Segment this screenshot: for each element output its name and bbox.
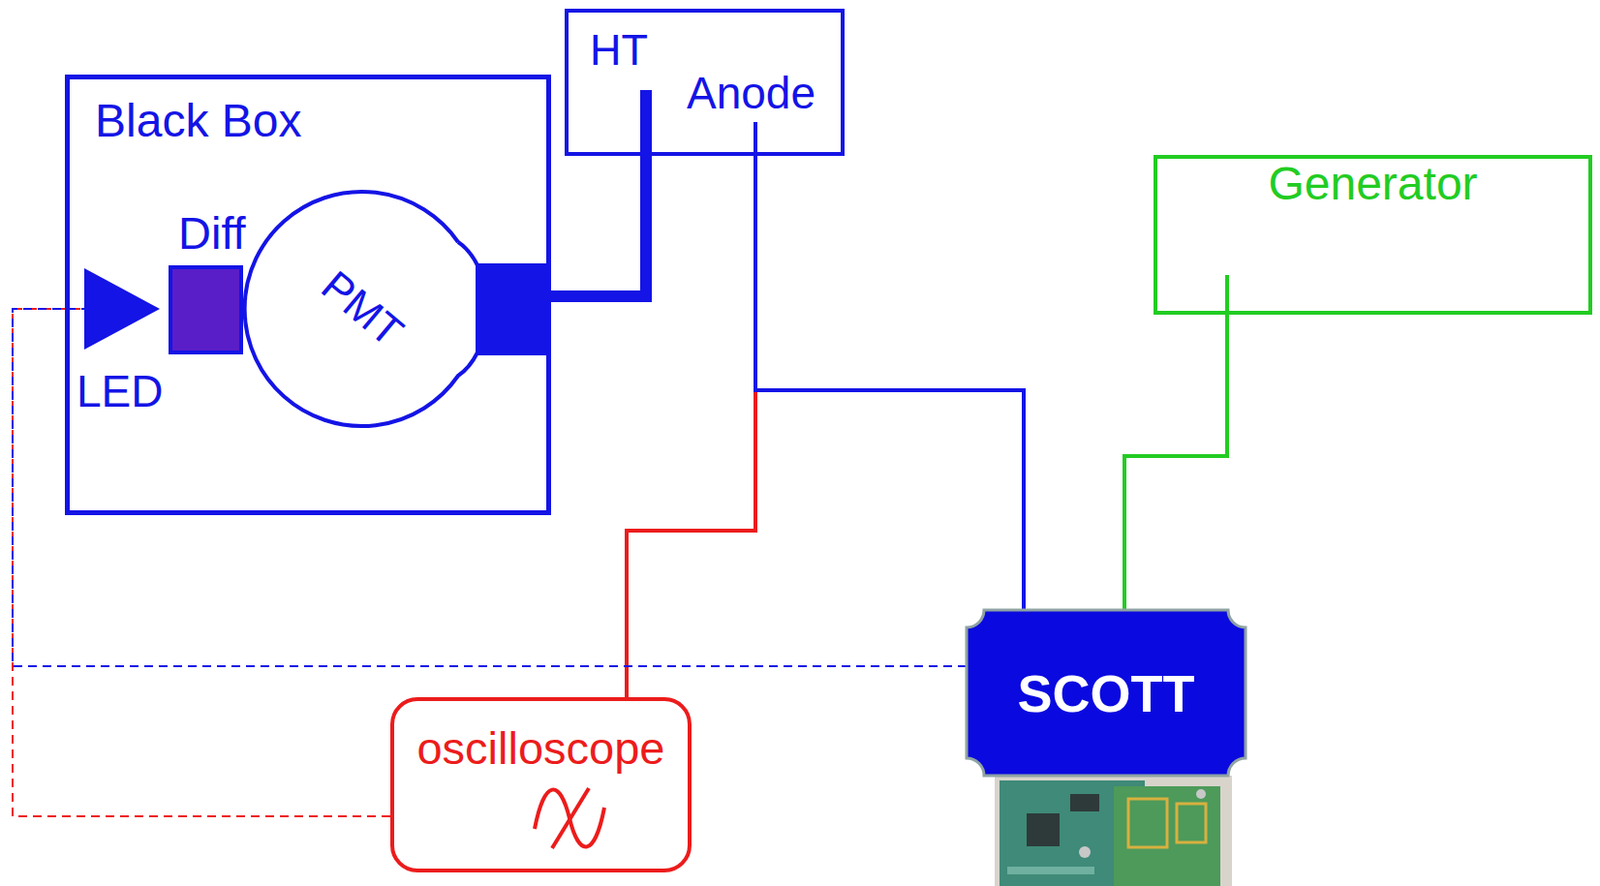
oscilloscope-box: oscilloscope: [390, 697, 692, 873]
board-title: SCOTT: [1017, 662, 1196, 723]
wire: [551, 155, 647, 297]
box-title: oscilloscope: [416, 722, 665, 775]
generator-stub: [1225, 275, 1230, 316]
high-voltage-stub: [640, 90, 652, 157]
box-title: Generator: [1267, 156, 1477, 211]
part-label: LED: [76, 366, 163, 418]
generator-box: Generator: [1153, 154, 1593, 315]
enclosure-box: Black BoxLEDDiffPMT: [64, 74, 552, 516]
box-title: HT: [589, 25, 648, 76]
led-symbol: LED: [84, 268, 160, 350]
pmt-tube: PMT: [245, 191, 552, 427]
board-photo: [994, 775, 1232, 886]
wire: [12, 308, 967, 667]
readout-board: SCOTT: [966, 610, 1246, 776]
power-supply-box: HT Anode: [564, 8, 845, 156]
anode-stub: [753, 122, 758, 157]
box-title: Black Box: [94, 93, 302, 148]
wire: [755, 155, 1024, 611]
output-label: Anode: [686, 67, 816, 120]
part-label: Diff: [178, 207, 247, 260]
scope-symbol: [530, 786, 609, 851]
part-label: PMT: [311, 261, 413, 357]
tri-outline: [84, 268, 160, 350]
diffuser-block: Diff: [168, 265, 244, 355]
wire: [1124, 314, 1228, 611]
